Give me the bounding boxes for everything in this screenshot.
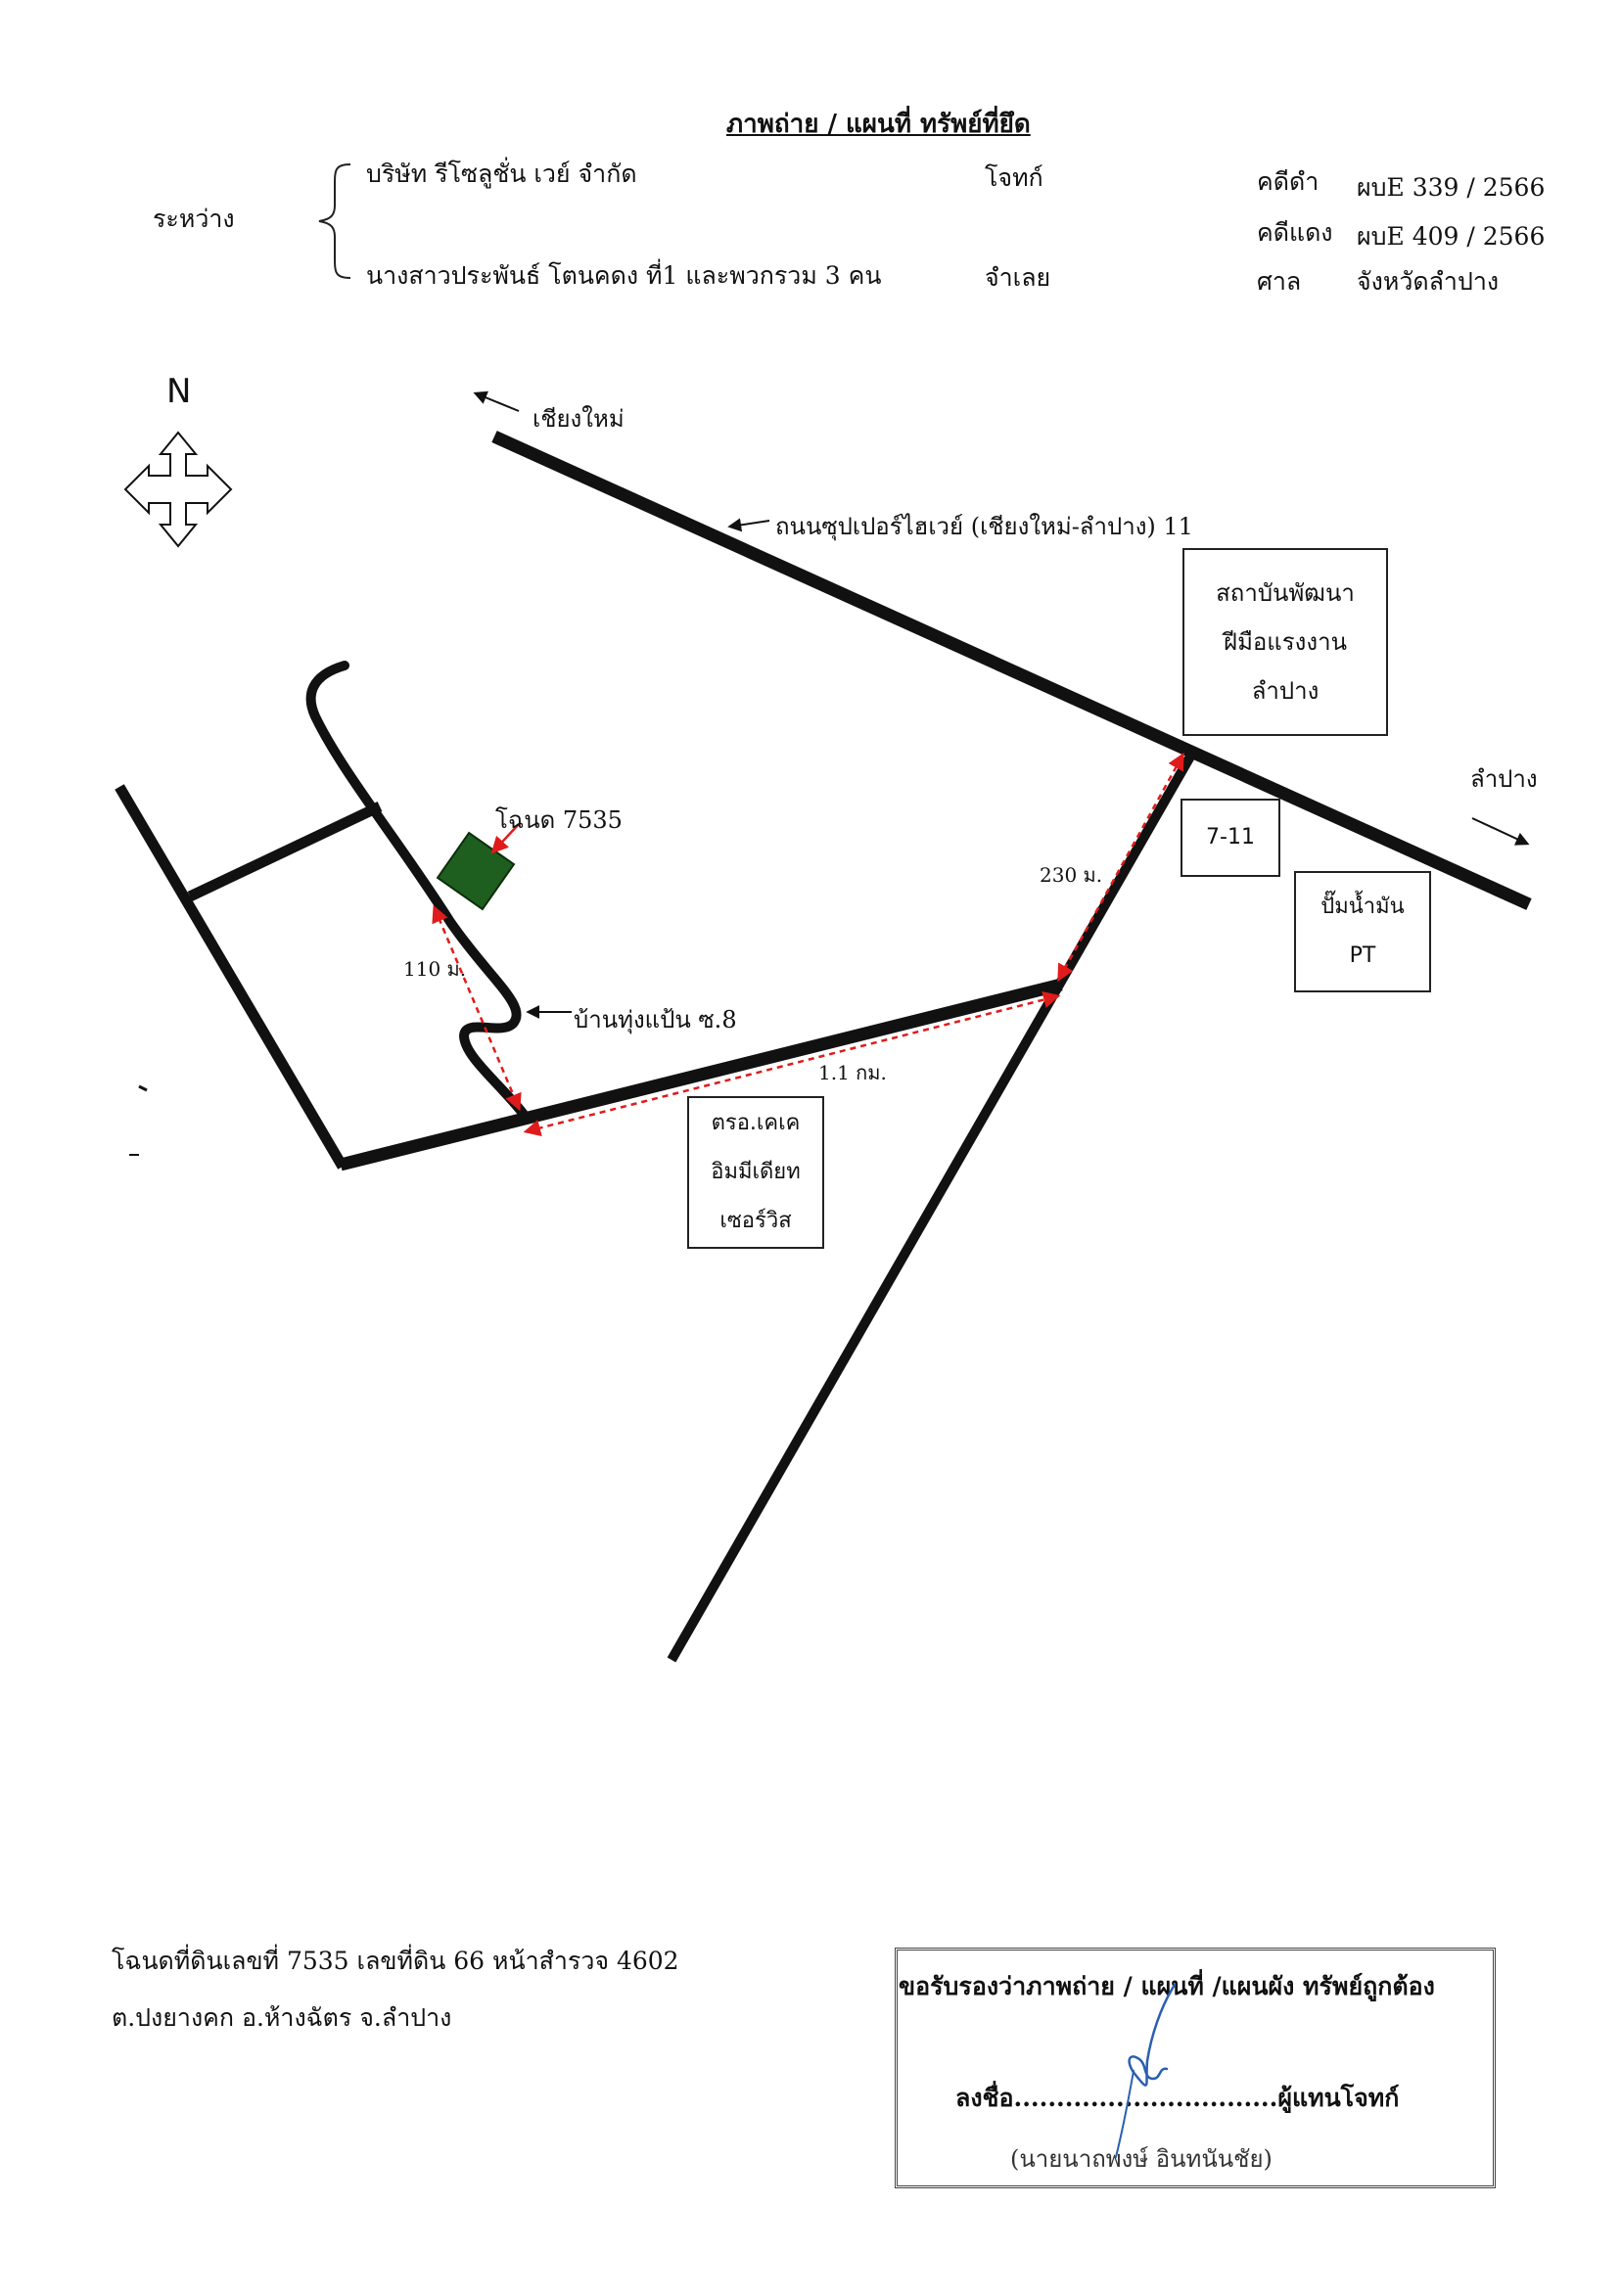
highway-label: ถนนซุปเปอร์ไฮเวย์ (เชียงใหม่-ลำปาง) 11 <box>775 513 1193 540</box>
institute-line-3: ลำปาง <box>1251 677 1320 705</box>
deed-info-line-2: ต.ปงยางคก อ.ห้างฉัตร จ.ลำปาง <box>112 2003 452 2032</box>
plaintiff-name: บริษัท รีโซลูชั่น เวย์ จำกัด <box>366 160 637 188</box>
document-title: ภาพถ่าย / แผนที่ ทรัพย์ที่ยึด <box>726 110 1031 139</box>
signature-line: ลงชื่อ...............................ผู้… <box>955 2079 1399 2118</box>
measure-1-1km <box>523 990 1061 1137</box>
soi-label: บ้านทุ่งแป้น ซ.8 <box>574 1006 737 1033</box>
red-case-label: คดีแดง <box>1257 218 1333 247</box>
scan-mark <box>138 1084 148 1092</box>
plaintiff-role: โจทก์ <box>985 163 1043 192</box>
parcel-7535-marker <box>436 831 516 911</box>
office-line-2: อิมมีเดียท <box>711 1160 801 1184</box>
highway-road <box>491 431 1532 910</box>
gas-station-box: ปั๊มน้ำมัน PT <box>1294 871 1431 992</box>
defendant-name: นางสาวประพันธ์ โตนคดง ที่1 และพวกรวม 3 ค… <box>366 261 882 290</box>
gas-station-line-2: PT <box>1349 943 1376 968</box>
certification-box <box>895 1948 1496 2188</box>
parcel-pointer-arrow <box>490 823 520 854</box>
court-name: จังหวัดลำปาง <box>1357 267 1500 296</box>
office-line-1: ตรอ.เคเค <box>711 1111 801 1135</box>
labor-institute-box: สถาบันพัฒนา ฝีมือแรงงาน ลำปาง <box>1182 548 1388 736</box>
lampang-label: ลำปาง <box>1470 765 1538 793</box>
black-case-label: คดีดำ <box>1257 167 1320 196</box>
left-road-cross <box>187 802 383 901</box>
sign-role: ผู้แทนโจทก์ <box>1277 2084 1400 2112</box>
north-label: N <box>166 372 192 411</box>
between-label: ระหว่าง <box>153 205 235 233</box>
institute-line-2: ฝีมือแรงงาน <box>1224 628 1347 656</box>
institute-line-1: สถาบันพัฒนา <box>1216 579 1355 607</box>
sign-dots: ............................... <box>1013 2084 1278 2112</box>
left-road-diagonal <box>115 784 347 1170</box>
sign-prefix: ลงชื่อ <box>955 2084 1014 2112</box>
office-line-3: เซอร์วิส <box>719 1209 792 1233</box>
distance-230m-label: 230 ม. <box>1040 863 1103 887</box>
distance-110m-label: 110 ม. <box>403 957 467 981</box>
gas-station-line-1: ปั๊มน้ำมัน <box>1320 895 1405 919</box>
seven-eleven-box: 7-11 <box>1181 799 1280 877</box>
chiangmai-label: เชียงใหม่ <box>533 405 625 433</box>
parcel-label: โฉนด 7535 <box>495 806 623 834</box>
lampang-direction-arrow <box>1471 817 1530 846</box>
highway-label-arrow <box>727 518 770 532</box>
measure-110m <box>432 904 522 1112</box>
red-case-number: ผบE 409 / 2566 <box>1357 222 1546 251</box>
brace-icon <box>318 163 351 279</box>
certification-statement: ขอรับรองว่าภาพถ่าย / แผนที่ /แผนผัง ทรัพ… <box>899 1972 1435 2000</box>
defendant-role: จำเลย <box>985 263 1051 292</box>
deed-info-line-1: โฉนดที่ดินเลขที่ 7535 เลขที่ดิน 66 หน้าส… <box>112 1947 679 1975</box>
seven-eleven-label: 7-11 <box>1206 825 1255 850</box>
black-case-number: ผบE 339 / 2566 <box>1357 173 1546 202</box>
distance-1-1km-label: 1.1 กม. <box>818 1061 887 1084</box>
signer-name: (นายนาถพงษ์ อินทนันชัย) <box>1010 2145 1273 2173</box>
court-label: ศาล <box>1257 267 1302 296</box>
chiangmai-direction-arrow <box>473 390 520 412</box>
compass-icon <box>123 431 233 548</box>
inspection-office-box: ตรอ.เคเค อิมมีเดียท เซอร์วิส <box>687 1096 824 1249</box>
